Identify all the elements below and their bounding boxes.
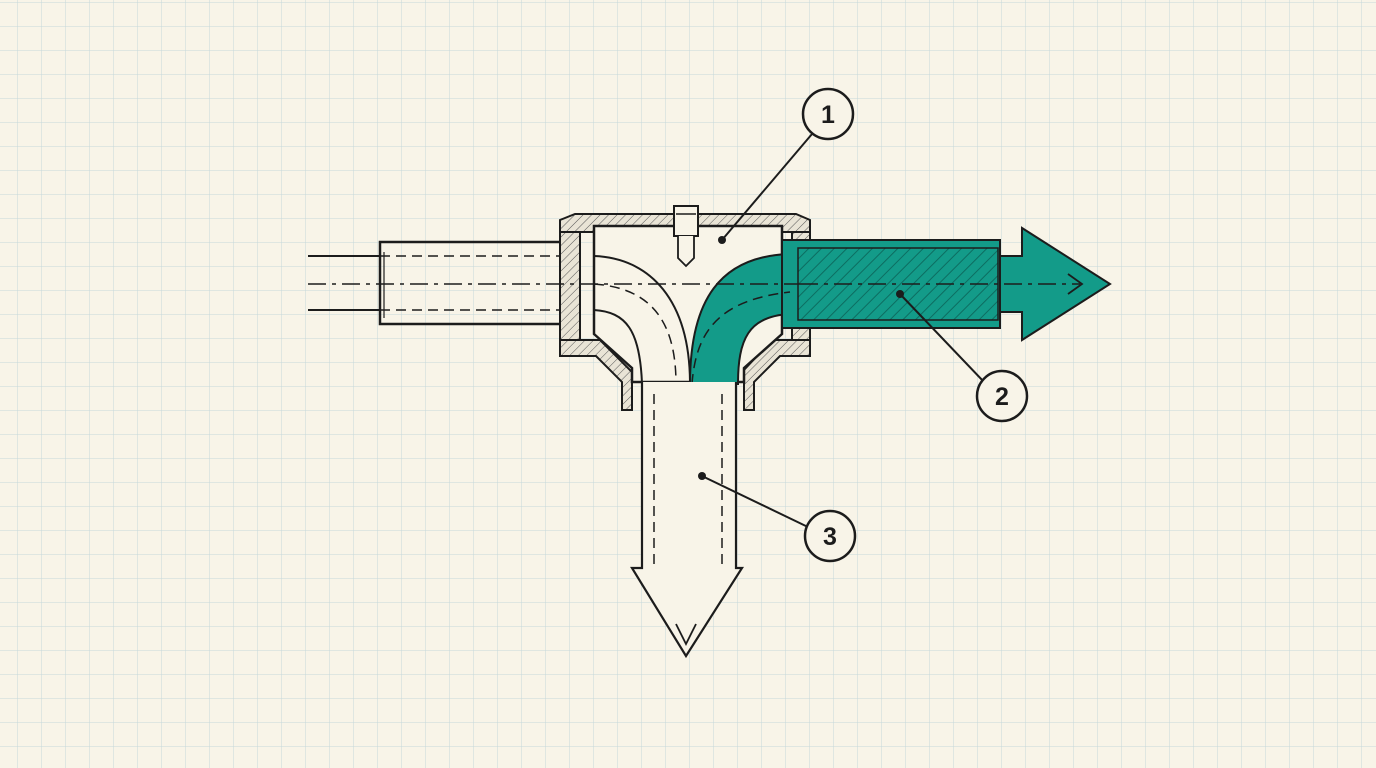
callout-3: 3 [698,472,857,563]
right-outlet-flow-highlighted [688,226,1112,385]
callout-2: 2 [896,290,1029,423]
callout-3-number: 3 [823,523,837,551]
callout-1: 1 [718,87,855,244]
callout-2-number: 2 [995,383,1009,411]
callout-3-circle [803,509,857,563]
callout-1-circle [801,87,855,141]
downward-outlet-flow [630,382,745,659]
callout-2-circle [975,369,1029,423]
callout-1-number: 1 [821,101,835,129]
